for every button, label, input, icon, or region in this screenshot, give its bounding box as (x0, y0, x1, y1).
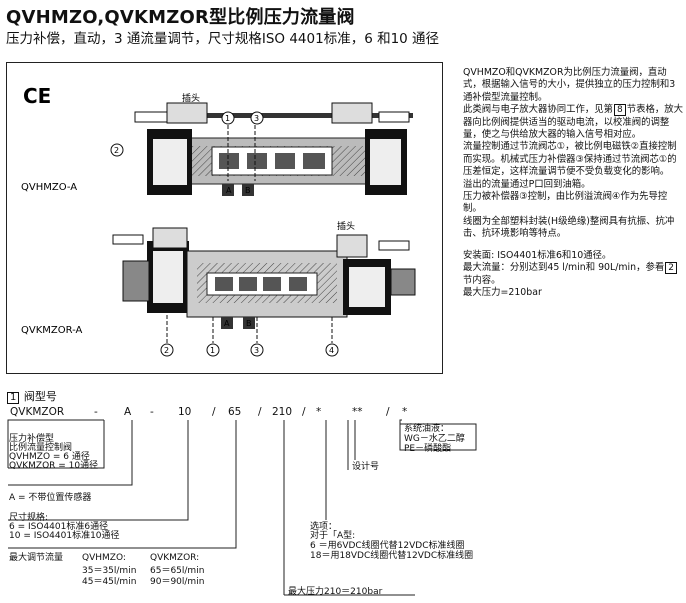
flow-col1-row1: 35＝35l/min (82, 566, 137, 576)
flow-col2-row1: 65＝65l/min (150, 566, 205, 576)
type-line-2: QVKMZOR = 10通径 (9, 461, 99, 471)
flow-col1-row2: 45＝45l/min (82, 577, 137, 587)
size-title: 尺寸规格: (9, 513, 49, 523)
bottom-valve-drawing: 2 1 3 4 A B 插头 QVKMZOR-A (21, 220, 416, 357)
desc-para-3: 流量控制通过节流阀芯①，被比例电磁铁②直接控制而实现。机械式压力补偿器③保持通过… (463, 141, 677, 178)
install-spec: 安装面: ISO4401标准6和10通径。 (463, 249, 612, 261)
code-part-pressure: 210 (272, 406, 293, 418)
seal-line-2: PE－磷酸酯 (404, 444, 452, 454)
max-pressure-spec: 最大压力=210bar (463, 286, 542, 298)
page-title: QVHMZO,QVKMZOR型比例压力流量阀 (6, 7, 355, 28)
code-part-size: 10 (178, 406, 192, 418)
bottom-model-label: QVKMZOR-A (21, 325, 83, 336)
type-label-1: 压力补偿型 (9, 434, 55, 444)
seal-line-1: WG－水乙二醇 (404, 434, 465, 444)
callout-3-bottom: 3 (254, 346, 259, 355)
desc-para-6: 线圈为全部塑料封装(H级绝缘)整阀具有抗振、抗冲击、抗环境影响等特点。 (463, 215, 675, 240)
page-subtitle: 压力补偿，直动，3 通流量调节，尺寸规格ISO 4401标准，6 和10 通径 (6, 31, 440, 47)
valve-figure-frame: CE 2 1 3 (6, 62, 443, 374)
top-model-label: QVHMZO-A (21, 182, 77, 193)
code-part-a: A (124, 406, 132, 418)
code-part-option: * (316, 406, 322, 418)
code-part-design: ** (352, 406, 363, 418)
code-part-dash1: - (94, 406, 98, 418)
code-part-slash4: / (386, 406, 390, 418)
top-valve-drawing: 2 1 3 A B 插头 QVHMZO-A (21, 92, 413, 196)
section-ref-8: 8 (614, 104, 626, 117)
port-a-bottom: A (224, 319, 230, 328)
design-label: 设计号 (352, 462, 380, 472)
code-part-model: QVKMZOR (10, 406, 65, 418)
callout-3-top: 3 (254, 114, 259, 123)
code-part-slash2: / (258, 406, 262, 418)
valve-drawings: CE 2 1 3 (21, 84, 416, 357)
desc-para-5: 压力被补偿器③控制，由比例溢流阀④作为先导控制。 (463, 191, 668, 215)
code-part-slash1: / (212, 406, 216, 418)
type-label-2: 比例流量控制阀 (9, 443, 73, 453)
size-line-2: 10 = ISO4401标准10通径 (9, 531, 120, 541)
callout-4-bottom: 4 (329, 346, 334, 355)
code-part-seal: * (402, 406, 408, 418)
flow-col2-row2: 90＝90l/min (150, 577, 205, 587)
a-option-label: A = 不带位置传感器 (9, 493, 92, 503)
code-part-slash3: / (302, 406, 306, 418)
flow-title: 最大调节流量 (9, 553, 64, 563)
ce-mark: CE (23, 84, 51, 108)
options-line-0: 对于「A型: (310, 531, 356, 541)
code-part-flow: 65 (228, 406, 242, 418)
options-line-1: 6 ＝用6VDC线圈代替12VDC标准线圈 (310, 541, 465, 551)
port-b-bottom: B (246, 319, 252, 328)
callout-1-top: 1 (225, 114, 230, 123)
model-code-heading: 1 阀型号 (6, 388, 57, 404)
port-b-top: B (245, 186, 251, 195)
flow-col1-head: QVHMZO: (82, 553, 126, 563)
callout-2-bottom: 2 (164, 346, 169, 355)
port-a-top: A (226, 186, 232, 195)
desc-para-4: 溢出的流量通过P口回到油箱。 (463, 178, 591, 190)
pressure-label: 最大压力210＝210bar (288, 587, 383, 597)
callout-2-top: 2 (114, 146, 119, 155)
callout-1-bottom: 1 (210, 346, 215, 355)
flow-col2-head: QVKMZOR: (150, 553, 200, 563)
size-line-1: 6 = ISO4401标准6通径 (9, 522, 109, 532)
code-part-dash2: - (150, 406, 154, 418)
desc-para-1: QVHMZO和QVKMZOR为比例压力流量阀，直动式，根据输入信号的大小，提供独… (463, 67, 676, 103)
options-line-2: 18＝用18VDC线圈代替12VDC标准线圈 (310, 551, 474, 561)
section-number: 1 (7, 392, 20, 404)
section-title: 阀型号 (23, 390, 57, 403)
options-title: 选项： (310, 522, 338, 532)
type-line-1: QVHMZO = 6 通径 (9, 452, 90, 462)
seal-title: 系统油液： (404, 424, 450, 434)
valve-description: QVHMZO和QVKMZOR为比例压力流量阀，直动式，根据输入信号的大小，提供独… (463, 67, 683, 299)
plug-label-bottom: 插头 (337, 220, 355, 232)
plug-label-top: 插头 (182, 92, 200, 104)
section-ref-2: 2 (665, 262, 677, 275)
